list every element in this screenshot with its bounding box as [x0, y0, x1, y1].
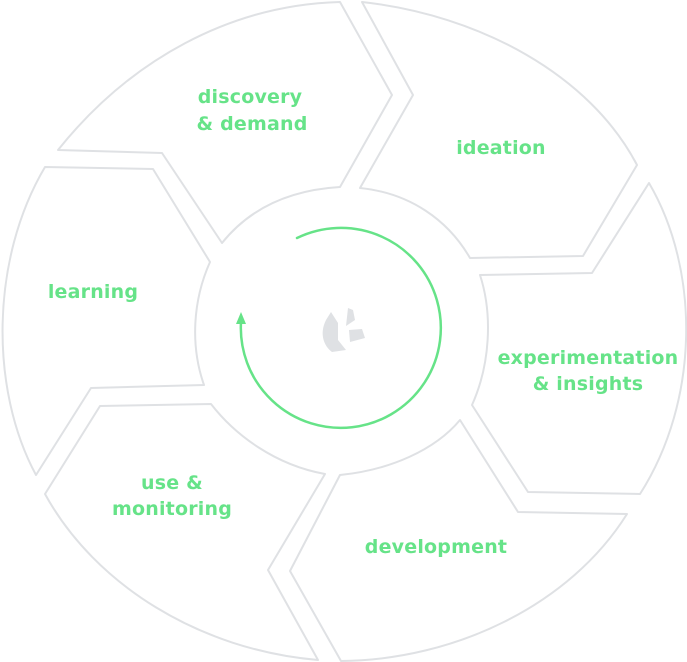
- segment-development[interactable]: development: [289, 419, 628, 662]
- segment-learning-shape: [1, 166, 211, 476]
- cycle-arrow-icon: [236, 226, 443, 430]
- segment-development-label-1: development: [365, 536, 507, 558]
- segment-experimentation-label-1: experimentation: [498, 347, 679, 369]
- segment-discovery-shape: [57, 1, 393, 244]
- segment-discovery-label-1: discovery: [198, 86, 303, 108]
- segment-learning[interactable]: learning: [1, 166, 211, 476]
- segment-discovery[interactable]: discovery & demand: [57, 1, 393, 244]
- segment-experimentation[interactable]: experimentation & insights: [471, 182, 687, 495]
- segment-discovery-label-2: & demand: [196, 113, 307, 135]
- segment-use-label-2: monitoring: [112, 498, 232, 520]
- segment-ideation[interactable]: ideation: [359, 1, 638, 259]
- segment-experimentation-shape: [471, 182, 687, 495]
- segment-ideation-label-1: ideation: [456, 137, 546, 159]
- segment-learning-label-1: learning: [48, 281, 138, 303]
- segment-experimentation-label-2: & insights: [533, 373, 644, 395]
- segment-use-shape: [44, 403, 326, 661]
- segment-use[interactable]: use & monitoring: [44, 403, 326, 661]
- segment-use-label-1: use &: [141, 472, 203, 494]
- segment-ideation-shape: [359, 1, 638, 259]
- segment-development-shape: [289, 419, 628, 662]
- logo-icon: [322, 308, 365, 352]
